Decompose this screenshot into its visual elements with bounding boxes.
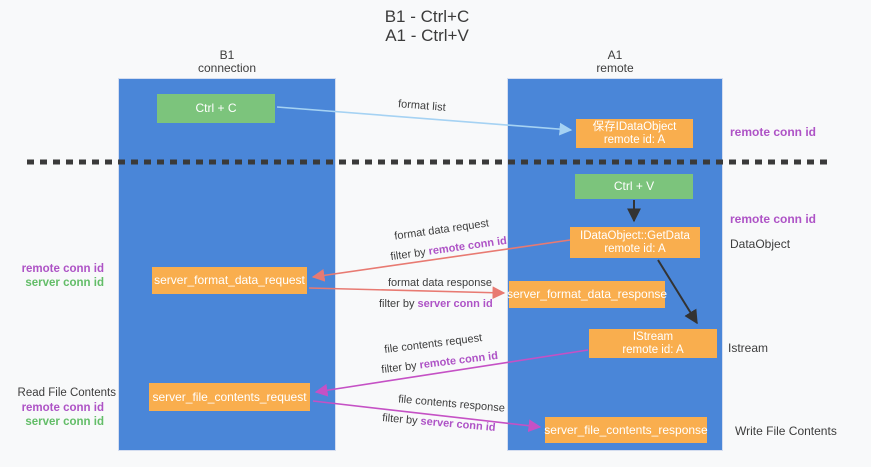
node-getdata-line2: remote id: A	[604, 242, 666, 255]
label-group-format-conn-ids: remote conn id server conn id	[8, 262, 104, 290]
label-remote-conn-id-left-bottom: remote conn id	[21, 402, 104, 414]
lane-a1-role: remote	[596, 61, 634, 75]
node-save-dataobject: 保存IDataObject remote id: A	[576, 119, 693, 148]
lane-b1-role: connection	[197, 61, 257, 75]
node-server-format-data-request: server_format_data_request	[152, 267, 307, 294]
node-server-file-contents-request: server_file_contents_request	[149, 383, 310, 411]
node-save-dataobject-line1: 保存IDataObject	[592, 120, 677, 133]
label-group-file-conn-ids: remote conn id server conn id	[8, 401, 104, 429]
node-ctrl-c: Ctrl + C	[157, 94, 275, 123]
node-istream: IStream remote id: A	[589, 329, 717, 358]
label-server-conn-id-left-bottom: server conn id	[25, 416, 104, 428]
arrow-file-contents-request	[314, 349, 589, 397]
node-getdata: IDataObject::GetData remote id: A	[570, 227, 700, 258]
arrow-format-data-response	[308, 286, 506, 300]
title-line-1: B1 - Ctrl+C	[384, 7, 470, 26]
lane-a1-name: A1	[607, 48, 623, 62]
arrow-getdata-to-istream	[657, 259, 698, 325]
label-read-file-contents: Read File Contents	[17, 387, 116, 399]
diagram-title: B1 - Ctrl+C A1 - Ctrl+V	[0, 7, 854, 45]
label-format-data-response: format data response	[388, 277, 492, 289]
lane-header-b1: B1 connection	[119, 49, 335, 75]
label-write-file-contents: Write File Contents	[735, 424, 837, 438]
title-line-2: A1 - Ctrl+V	[385, 26, 469, 45]
lane-b1-name: B1	[219, 48, 235, 62]
arrow-format-data-request	[311, 239, 571, 282]
node-istream-line1: IStream	[632, 330, 674, 343]
filter-by-text: filter by	[379, 298, 415, 310]
node-server-file-contents-response: server_file_contents_response	[544, 417, 708, 443]
node-istream-line2: remote id: A	[622, 343, 684, 356]
label-remote-conn-id-top-right: remote conn id	[730, 125, 817, 139]
label-remote-conn-id-mid-right: remote conn id	[730, 212, 817, 226]
arrow-format-list	[276, 106, 573, 136]
lane-header-a1: A1 remote	[508, 49, 722, 75]
label-remote-conn-id-left-top: remote conn id	[21, 263, 104, 275]
arrow-file-contents-response	[312, 400, 542, 433]
label-dataobject: DataObject	[730, 237, 791, 251]
label-server-conn-id-left-top: server conn id	[25, 277, 104, 289]
node-getdata-line1: IDataObject::GetData	[580, 229, 690, 242]
node-server-format-data-response: server_format_data_response	[507, 281, 667, 308]
node-save-dataobject-line2: remote id: A	[603, 133, 666, 146]
server-conn-id-text: server conn id	[417, 298, 493, 310]
label-istream: Istream	[728, 341, 769, 355]
node-ctrl-v: Ctrl + V	[575, 174, 693, 199]
